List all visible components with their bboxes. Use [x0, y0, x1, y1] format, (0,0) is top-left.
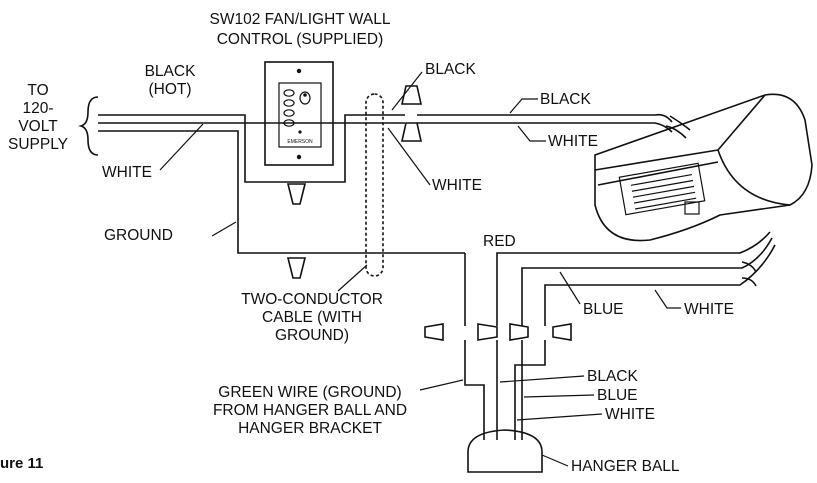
- label-red: RED: [483, 233, 516, 250]
- title-line-1: SW102 FAN/LIGHT WALL: [210, 11, 391, 28]
- leader-blue-bottom: [523, 394, 595, 398]
- label-green-line-1: GREEN WIRE (GROUND): [218, 384, 401, 401]
- wire-black-fan: [417, 113, 673, 123]
- wall-control: EMERSON: [264, 61, 334, 166]
- label-white-right: WHITE: [548, 133, 598, 150]
- wire-nut-white-mid: [401, 122, 422, 142]
- label-blue: BLUE: [583, 301, 624, 318]
- supply-line-4: SUPPLY: [8, 136, 68, 153]
- leader-white-left: [159, 123, 204, 171]
- supply-line-3: VOLT: [18, 118, 58, 135]
- leader-white-fan: [654, 289, 681, 309]
- label-ground: GROUND: [104, 227, 173, 244]
- label-green-line-2: FROM HANGER BALL AND: [213, 402, 407, 419]
- label-white-bottom: WHITE: [605, 406, 655, 423]
- label-white-left: WHITE: [102, 164, 152, 181]
- supply-line-1: TO: [27, 82, 48, 99]
- leader-black-bottom: [499, 375, 585, 383]
- leader-hanger-ball: [541, 454, 569, 467]
- label-hanger-ball: HANGER BALL: [571, 458, 680, 475]
- label-green-line-3: HANGER BRACKET: [238, 420, 382, 437]
- brand-label: EMERSON: [287, 139, 313, 145]
- label-black-right: BLACK: [540, 91, 591, 108]
- fan-lower-wires: [496, 231, 776, 326]
- leader-black-top: [391, 71, 423, 111]
- title-line-2: CONTROL (SUPPLIED): [217, 31, 384, 48]
- two-conductor-cable-oval: [365, 93, 384, 277]
- leader-ground: [211, 221, 237, 237]
- leader-green: [419, 379, 464, 391]
- label-hot: (HOT): [148, 81, 191, 98]
- supply-wires: [98, 114, 465, 254]
- label-white-mid: WHITE: [432, 177, 482, 194]
- wire-nut-ground: [286, 257, 307, 279]
- label-cable-line-3: GROUND): [275, 327, 349, 344]
- leader-black-right: [509, 98, 538, 114]
- wire-nut-lower-2: [477, 323, 498, 341]
- label-cable-line-1: TWO-CONDUCTOR: [241, 291, 383, 308]
- supply-brace: [78, 96, 99, 156]
- wire-nut-lower-1: [424, 323, 444, 341]
- label-blue-bottom: BLUE: [597, 387, 638, 404]
- leader-cable: [337, 264, 368, 292]
- wire-nut-control: [286, 183, 307, 205]
- leader-white-right: [517, 125, 546, 142]
- label-black-bottom: BLACK: [587, 368, 638, 385]
- label-cable-line-2: CABLE (WITH: [262, 309, 362, 326]
- label-black-hot: BLACK: [145, 63, 196, 80]
- hanger-wires: [464, 253, 546, 440]
- wire-white-fan: [417, 122, 673, 133]
- hanger-ball-shape: [467, 429, 543, 473]
- figure-label: ure 11: [0, 455, 43, 472]
- wire-nut-black-top: [401, 85, 422, 105]
- label-black-top: BLACK: [425, 61, 476, 78]
- wire-nut-lower-4: [552, 323, 572, 341]
- leader-white-mid: [387, 127, 431, 186]
- supply-line-2: 120-: [22, 100, 53, 117]
- wire-nut-lower-3: [509, 323, 529, 341]
- fan-housing: [594, 93, 813, 242]
- label-white-fan: WHITE: [684, 301, 734, 318]
- leader-blue: [559, 271, 581, 305]
- leader-white-bottom: [516, 413, 603, 421]
